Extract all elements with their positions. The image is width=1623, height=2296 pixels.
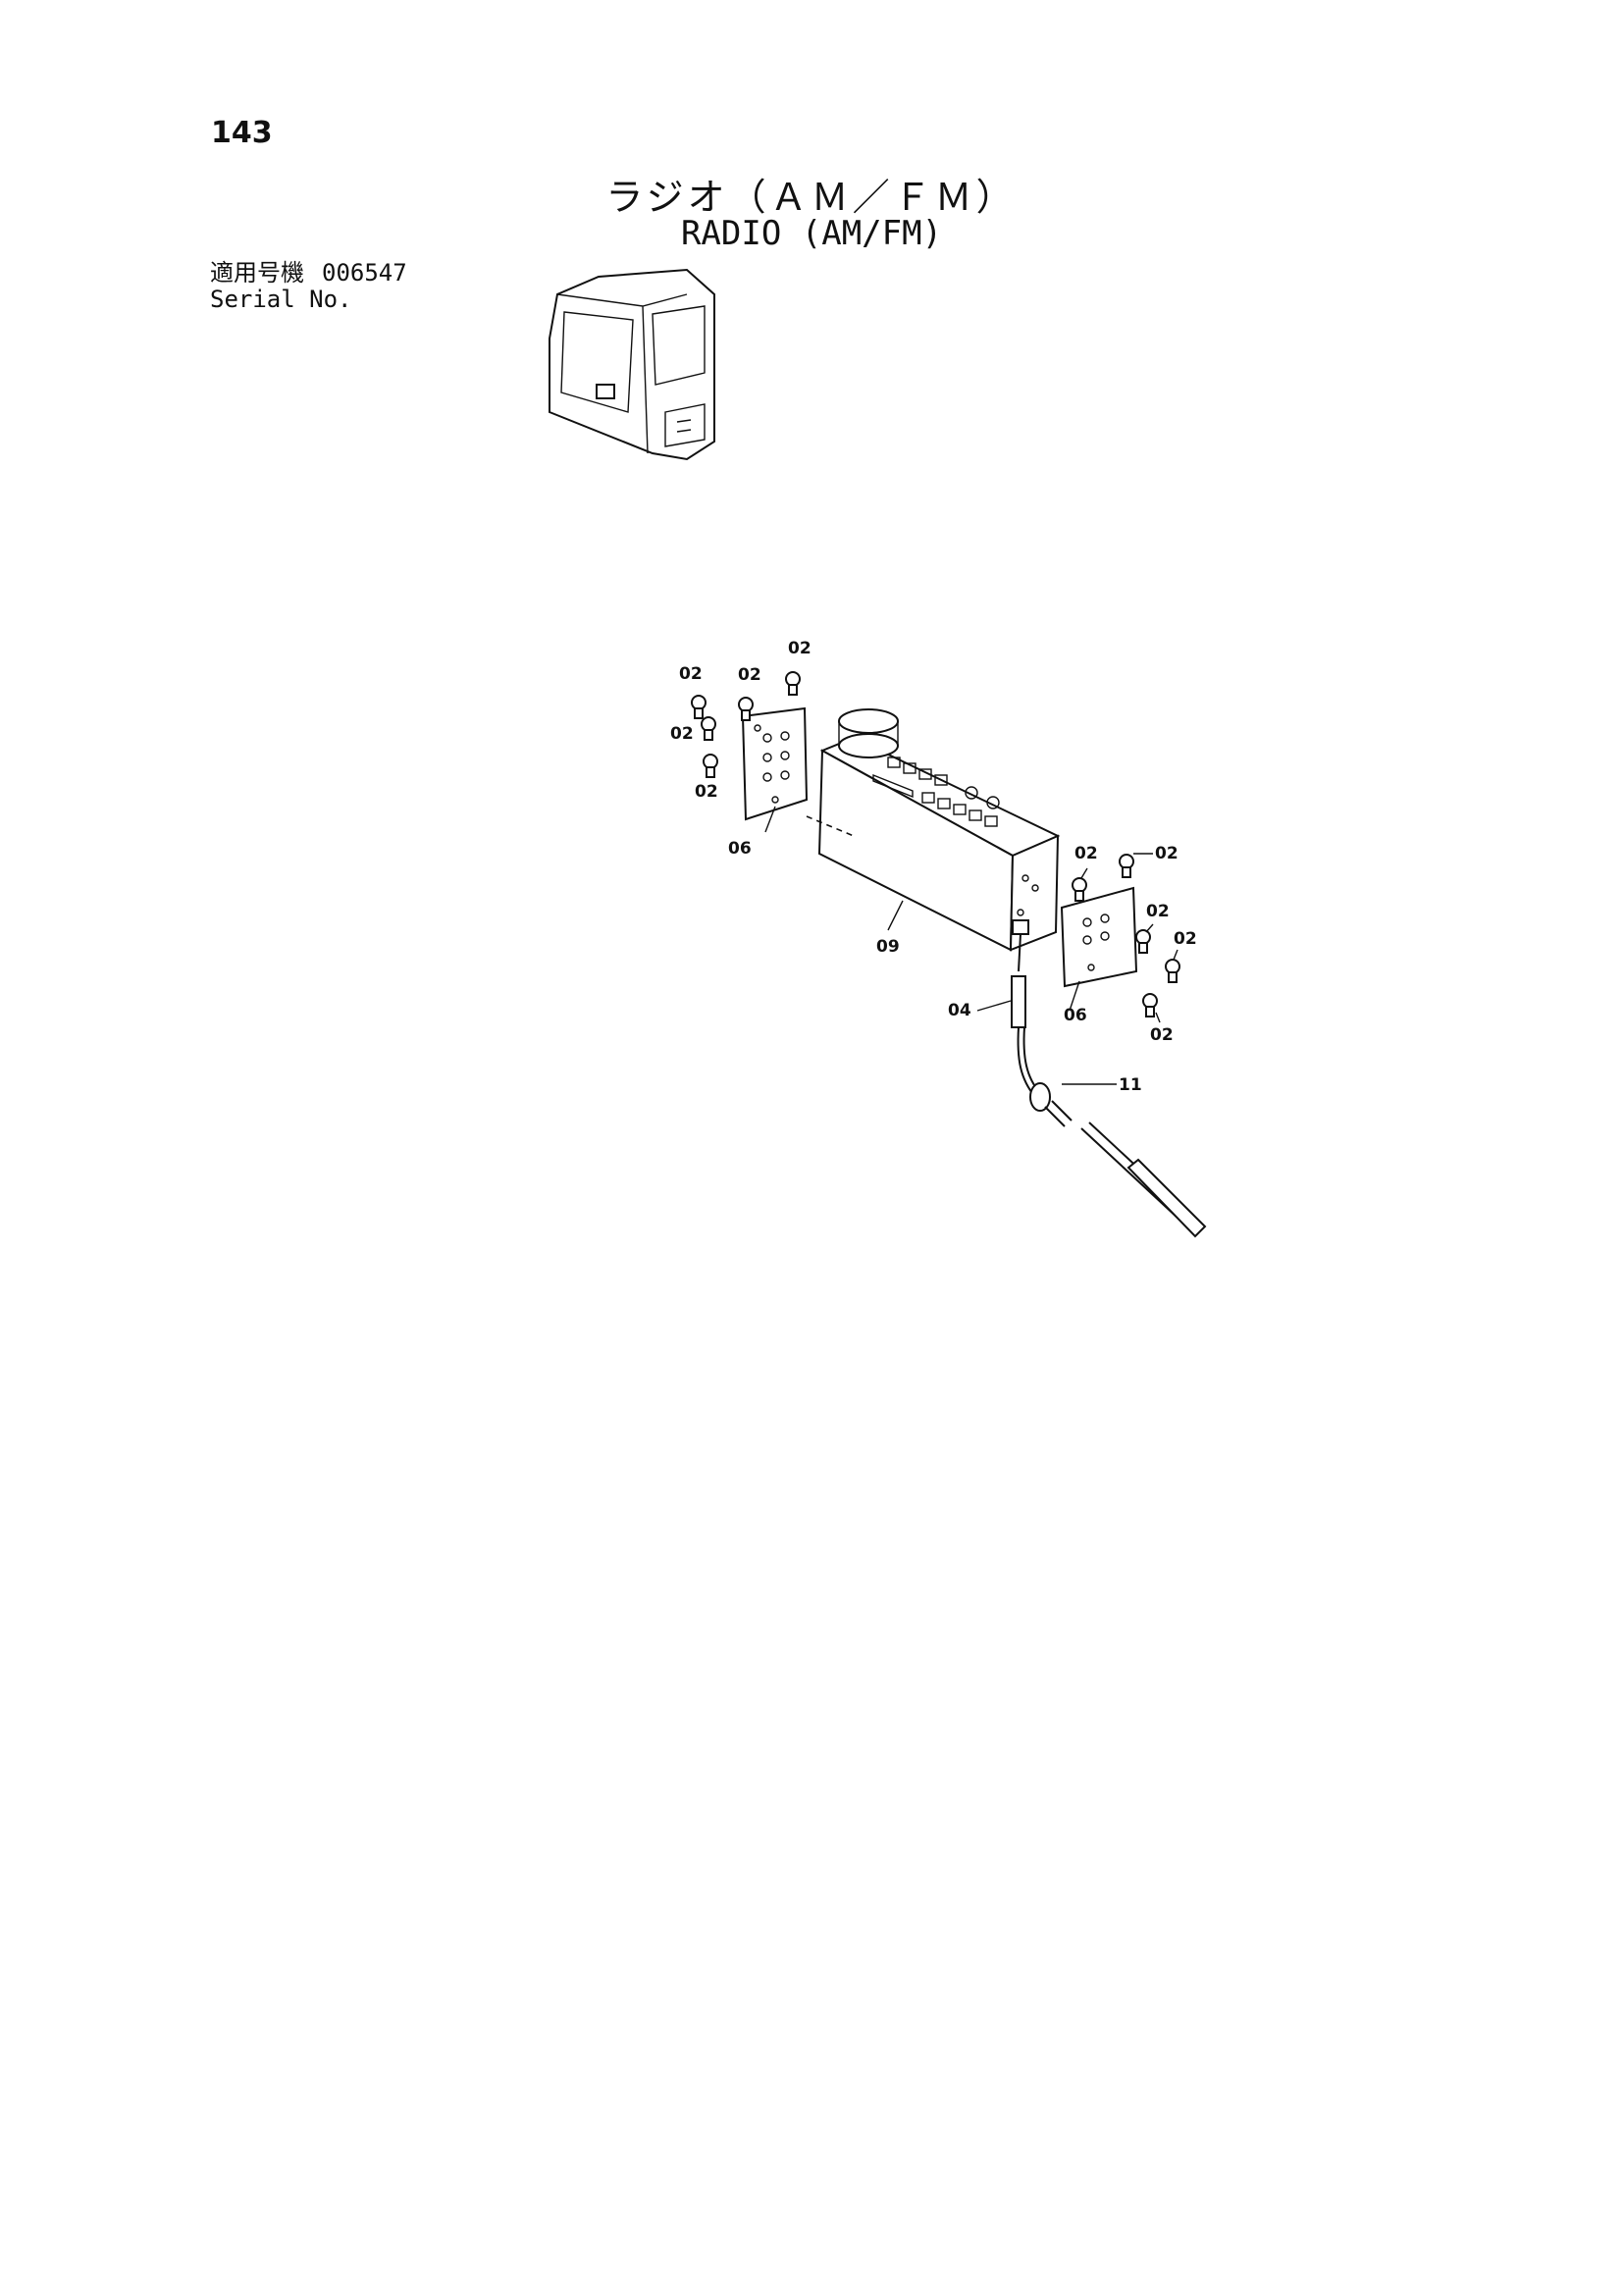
- callout-06: 06: [1064, 1006, 1087, 1025]
- right-bracket: [1060, 886, 1138, 988]
- callout-labels: 02 02 02 02 02 06 09 02 02 02 02 06 02 0…: [670, 639, 1197, 1095]
- cab-location-illustration: [549, 268, 715, 461]
- radio-unit: [817, 708, 1061, 952]
- serial-label-japanese: 適用号機: [210, 259, 304, 287]
- leader-lines: [764, 806, 1178, 1085]
- serial-number-block: 適用号機 006547 Serial No.: [210, 260, 407, 313]
- callout-02: 02: [695, 782, 718, 802]
- callout-02: 02: [670, 724, 694, 744]
- page-title-japanese: ラジオ（ＡＭ／ＦＭ）: [605, 176, 1018, 219]
- radio-location-marker: [596, 384, 615, 399]
- serial-number-value: 006547: [322, 259, 407, 287]
- callout-02: 02: [1150, 1025, 1174, 1045]
- left-bracket: [741, 706, 809, 821]
- serial-label-english: Serial No.: [210, 286, 352, 313]
- callout-02: 02: [1155, 844, 1178, 863]
- callout-02: 02: [679, 664, 703, 684]
- callout-02: 02: [738, 665, 761, 685]
- callout-02: 02: [1174, 929, 1197, 949]
- callout-04: 04: [948, 1001, 971, 1020]
- antenna-cable: [1011, 919, 1207, 1238]
- callout-02: 02: [788, 639, 812, 658]
- page-title-english: RADIO (AM/FM): [680, 214, 943, 253]
- callout-09: 09: [876, 937, 900, 957]
- right-screws: [1072, 854, 1180, 1018]
- page-number: 143: [211, 116, 273, 150]
- callout-02: 02: [1074, 844, 1098, 863]
- callout-06: 06: [728, 839, 752, 859]
- left-screws: [691, 671, 801, 778]
- callout-11: 11: [1119, 1075, 1142, 1095]
- callout-02: 02: [1146, 902, 1170, 921]
